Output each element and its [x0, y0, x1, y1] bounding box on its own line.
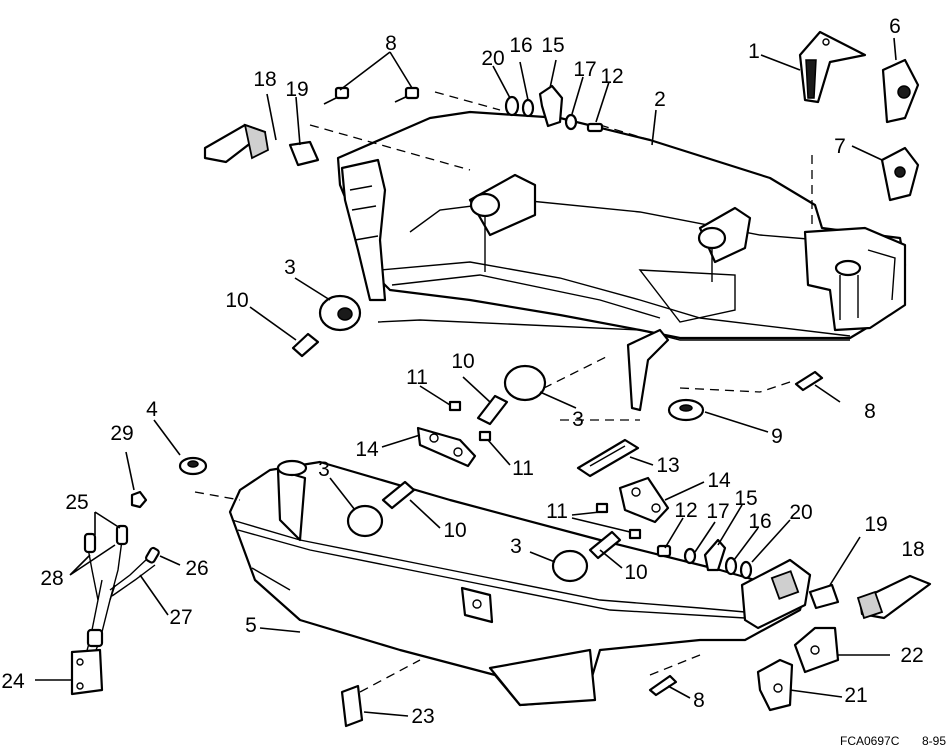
callout-28: 28	[40, 567, 63, 590]
callout-3: 3	[318, 458, 330, 481]
callout-12: 12	[674, 499, 697, 522]
grommet-left	[178, 456, 208, 476]
screw-lower-b	[628, 528, 642, 540]
pin-lower-mid	[588, 530, 622, 560]
callout-10: 10	[451, 350, 474, 373]
grip-upper-left	[203, 123, 269, 164]
callout-18: 18	[253, 68, 276, 91]
callout-15: 15	[541, 34, 564, 57]
callout-11: 11	[512, 457, 534, 480]
callout-10: 10	[225, 289, 248, 312]
callout-11: 11	[406, 366, 428, 389]
screw-top-right	[394, 86, 420, 103]
callout-23: 23	[411, 705, 434, 728]
screw-bottom	[648, 674, 678, 697]
hardware-cluster-bottom	[656, 538, 753, 580]
alignment-lines	[194, 91, 813, 693]
screw-right	[794, 370, 824, 392]
callout-9: 9	[771, 425, 783, 448]
latch-right-top	[793, 626, 840, 674]
callout-22: 22	[900, 644, 923, 667]
grommet-lower-mid	[551, 549, 589, 583]
callout-labels: 1 2 3 3 3 3 4 5 6 7 8 8 8 9 10 10 10 10 …	[1, 15, 924, 728]
callout-3: 3	[572, 408, 584, 431]
nut	[130, 490, 148, 509]
latch-upper	[881, 58, 920, 124]
callout-13: 13	[656, 454, 679, 477]
callout-6: 6	[889, 15, 901, 38]
callout-4: 4	[146, 398, 158, 421]
hinge-bracket	[798, 30, 867, 104]
plug-upper-left	[288, 140, 320, 167]
callout-20: 20	[481, 47, 504, 70]
grommet-right	[667, 398, 705, 422]
pin-lower-left	[381, 480, 416, 510]
cowl-boss-right	[697, 206, 752, 282]
callout-19: 19	[285, 78, 308, 101]
callout-3: 3	[510, 535, 522, 558]
seal-strip	[576, 438, 640, 478]
wiring-harness	[70, 524, 160, 696]
bracket-lower	[618, 476, 670, 524]
callout-25: 25	[65, 491, 88, 514]
callout-17: 17	[706, 500, 729, 523]
callout-21: 21	[844, 684, 867, 707]
pin-mid	[476, 394, 509, 426]
grip-lower-right	[856, 574, 932, 620]
screw-mid-b	[478, 430, 492, 442]
lower-cowl	[228, 459, 812, 707]
callout-17: 17	[573, 58, 596, 81]
callout-20: 20	[789, 501, 812, 524]
hardware-cluster-top	[504, 84, 604, 133]
plug-lower-right	[808, 583, 840, 610]
callout-18: 18	[901, 538, 924, 561]
pin-upper-left	[291, 332, 320, 358]
revision-code: 8-95	[922, 734, 946, 748]
leader-lines	[35, 37, 897, 717]
callout-16: 16	[509, 34, 532, 57]
callout-2: 2	[654, 88, 666, 111]
callout-7: 7	[834, 135, 846, 158]
callout-10: 10	[443, 519, 466, 542]
callout-12: 12	[600, 65, 623, 88]
callout-8: 8	[385, 32, 397, 55]
callout-26: 26	[185, 557, 208, 580]
callout-3: 3	[284, 256, 296, 279]
cowl-boss-left	[468, 173, 537, 272]
callout-16: 16	[748, 510, 771, 533]
block	[340, 684, 364, 728]
callout-14: 14	[707, 469, 731, 492]
latch-right-bottom	[756, 658, 794, 712]
callout-14: 14	[355, 438, 379, 461]
callout-29: 29	[110, 422, 133, 445]
grommet-upper-left	[318, 294, 362, 332]
upper-cowl	[336, 110, 907, 412]
callout-11: 11	[546, 500, 568, 523]
callout-24: 24	[1, 670, 25, 693]
screw-top-left	[323, 86, 350, 105]
callout-1: 1	[748, 40, 760, 63]
latch-lower	[880, 146, 920, 202]
callout-8: 8	[864, 400, 876, 423]
grommet-mid	[503, 364, 547, 402]
screw-mid-a	[448, 400, 462, 412]
figure-code: FCA0697C	[840, 734, 900, 748]
bracket-mid	[416, 426, 477, 468]
screw-lower-a	[595, 502, 609, 514]
grommet-lower-left	[346, 504, 384, 538]
callout-27: 27	[169, 606, 192, 629]
callout-8: 8	[693, 689, 705, 712]
callout-5: 5	[245, 614, 257, 637]
callout-19: 19	[864, 513, 887, 536]
callout-10: 10	[624, 561, 647, 584]
callout-15: 15	[734, 487, 757, 510]
